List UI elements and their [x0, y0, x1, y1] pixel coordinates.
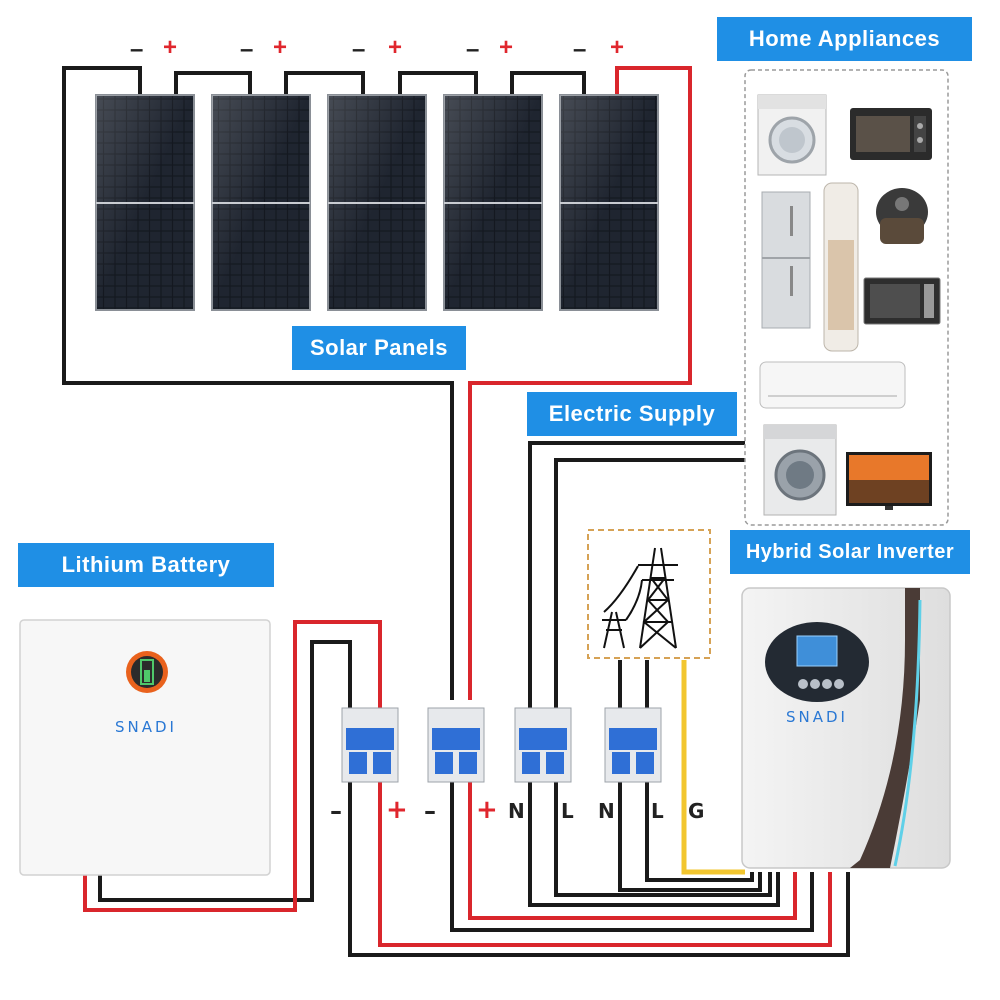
terminal-n1: N — [508, 799, 525, 823]
terminal-battery-positive: + — [386, 795, 408, 825]
terminal-pv-negative: – — [424, 797, 436, 825]
solar-panel-2 — [211, 94, 311, 311]
solar-panel-5 — [559, 94, 659, 311]
solar-panels — [95, 94, 659, 311]
refrigerator-icon — [761, 191, 811, 329]
label-lithium-battery: Lithium Battery — [18, 543, 274, 587]
panel-4-positive: + — [499, 34, 514, 61]
hybrid-inverter: SNADI — [741, 587, 951, 869]
label-home-appliances: Home Appliances — [717, 17, 972, 61]
breakers — [341, 707, 662, 783]
inverter-brand: SNADI — [786, 708, 848, 726]
breaker-grid-in — [604, 707, 662, 783]
terminal-g: G — [688, 799, 705, 823]
panel-1-positive: + — [163, 34, 178, 61]
television-icon — [846, 452, 932, 510]
breaker-battery — [341, 707, 399, 783]
panel-1-negative: – — [130, 36, 144, 63]
terminal-n2: N — [598, 799, 615, 823]
tower-ac-icon — [823, 182, 859, 352]
lithium-battery: SNADI — [19, 619, 271, 876]
breaker-ac-out — [514, 707, 572, 783]
panel-5-negative: – — [573, 36, 587, 63]
washing-machine-icon — [757, 94, 827, 176]
terminal-pv-positive: + — [476, 795, 498, 825]
front-loader-icon — [763, 424, 837, 516]
battery-brand: SNADI — [115, 718, 177, 736]
panel-3-negative: – — [352, 36, 366, 63]
solar-panel-1 — [95, 94, 195, 311]
label-electric-supply: Electric Supply — [527, 392, 737, 436]
solar-panel-4 — [443, 94, 543, 311]
label-hybrid-inverter: Hybrid Solar Inverter — [730, 530, 970, 574]
microwave-icon — [863, 277, 941, 325]
panel-4-negative: – — [466, 36, 480, 63]
rice-cooker-icon — [876, 188, 928, 244]
panel-5-positive: + — [610, 34, 625, 61]
oven-icon — [850, 108, 932, 160]
breaker-pv — [427, 707, 485, 783]
transmission-tower-icon — [602, 547, 678, 649]
wiring — [62, 66, 850, 957]
panel-3-positive: + — [388, 34, 403, 61]
panel-2-positive: + — [273, 34, 288, 61]
utility-grid — [587, 529, 711, 659]
panel-2-negative: – — [240, 36, 254, 63]
solar-panel-3 — [327, 94, 427, 311]
terminal-battery-negative: – — [330, 797, 342, 825]
label-solar-panels: Solar Panels — [292, 326, 466, 370]
air-conditioner-icon — [759, 361, 906, 409]
terminal-l1: L — [561, 799, 574, 823]
terminal-l2: L — [651, 799, 664, 823]
appliances-panel — [744, 69, 949, 526]
